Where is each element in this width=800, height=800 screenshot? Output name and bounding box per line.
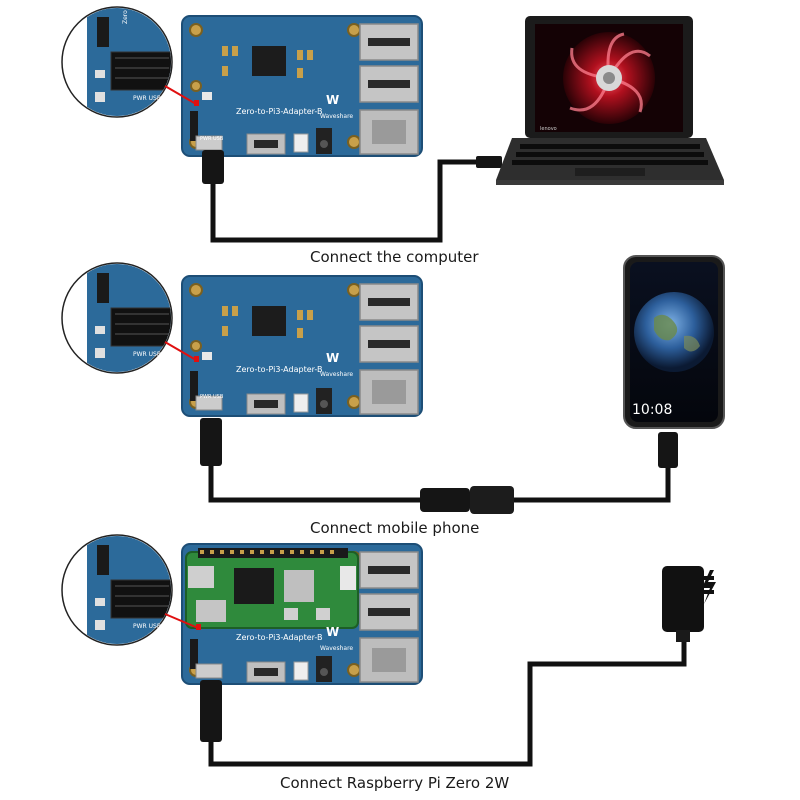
micro-usb-plug xyxy=(200,680,222,742)
brand-label: Waveshare xyxy=(320,645,353,652)
pwr-usb-label: PWR USB xyxy=(200,394,224,400)
otg-adapter xyxy=(420,488,470,512)
waveshare-logo: W xyxy=(326,625,339,639)
zoom-callout-icon: Zero PWR USB xyxy=(61,6,173,118)
board-name-label: Zero-to-Pi3-Adapter-B xyxy=(236,107,323,116)
pi-zero-board xyxy=(185,548,359,629)
zoom-callout-icon: PWR USB xyxy=(61,534,173,646)
row-pizero: Zero-to-Pi3-Adapter-B W Waveshare PWR US… xyxy=(61,534,716,767)
board-name-label: Zero-to-Pi3-Adapter-B xyxy=(236,633,323,642)
lightning-icon xyxy=(702,570,716,604)
pwr-usb-label: PWR USB xyxy=(200,136,224,142)
type-c-plug xyxy=(658,432,678,468)
micro-usb-plug xyxy=(200,418,222,466)
brand-label: Waveshare xyxy=(320,371,353,378)
waveshare-logo: W xyxy=(326,93,339,107)
pointer-arrow xyxy=(164,85,197,105)
caption-phone: Connect mobile phone xyxy=(310,519,480,537)
zoom-callout-icon: PWR USB xyxy=(61,262,173,374)
cable xyxy=(514,466,671,503)
pointer-dot xyxy=(196,624,201,630)
otg-adapter-female xyxy=(470,486,514,514)
pwr-usb-zoom-label: PWR USB xyxy=(133,95,161,102)
board-name-label: Zero-to-Pi3-Adapter-B xyxy=(236,365,323,374)
laptop-brand: lenovo xyxy=(540,126,557,132)
cable xyxy=(208,636,687,767)
pointer-dot xyxy=(194,100,199,106)
pointer-dot xyxy=(194,356,199,362)
row-phone: Zero-to-Pi3-Adapter-B W Waveshare PWR US… xyxy=(61,255,725,514)
row-computer: Zero-to-Pi3-Adapter-B W Waveshare PWR US… xyxy=(61,6,724,243)
cable xyxy=(208,466,420,503)
pointer-arrow xyxy=(164,613,199,629)
usb-plug xyxy=(476,156,502,168)
power-adapter-icon xyxy=(662,566,716,642)
pwr-usb-zoom-label: PWR USB xyxy=(133,351,161,358)
pwr-usb-zoom-label: PWR USB xyxy=(133,623,161,630)
pointer-arrow xyxy=(164,341,197,361)
caption-computer: Connect the computer xyxy=(310,248,479,266)
phone-clock: 10:08 xyxy=(632,402,672,418)
adapter-board-1 xyxy=(181,15,423,157)
phone-icon: 10:08 xyxy=(623,255,725,429)
caption-pizero: Connect Raspberry Pi Zero 2W xyxy=(280,774,510,792)
zero-label: Zero xyxy=(122,10,129,24)
laptop-icon: lenovo xyxy=(496,16,724,185)
micro-usb-plug xyxy=(202,150,224,184)
waveshare-logo: W xyxy=(326,351,339,365)
brand-label: Waveshare xyxy=(320,113,353,120)
cable xyxy=(210,159,480,243)
